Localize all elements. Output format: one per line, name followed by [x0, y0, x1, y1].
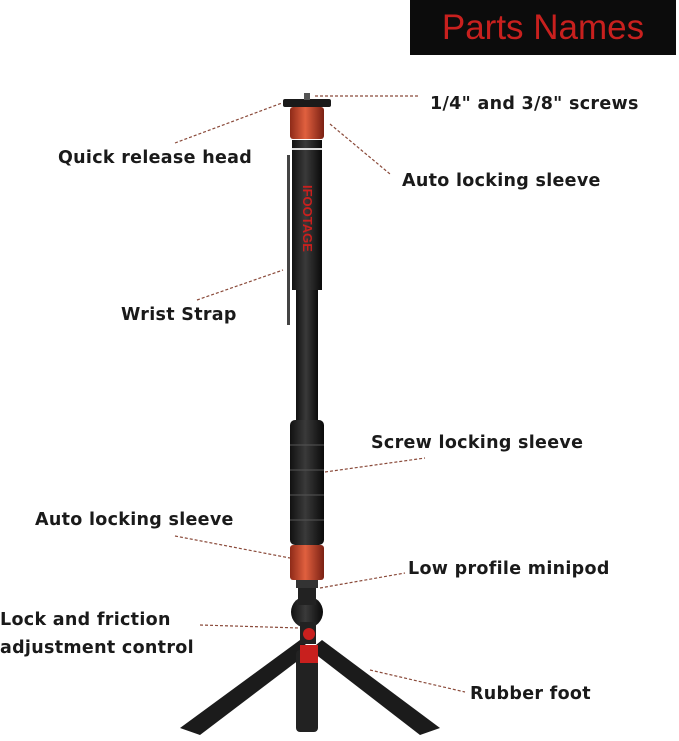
- label-low-profile-minipod: Low profile minipod: [408, 559, 610, 579]
- label-screw-locking-sleeve: Screw locking sleeve: [371, 433, 584, 453]
- title-banner: Parts Names: [410, 0, 676, 55]
- label-auto-locking-sleeve-bottom: Auto locking sleeve: [35, 510, 234, 530]
- monopod-column: [283, 93, 331, 588]
- brand-text: IFOOTAGE: [300, 185, 315, 252]
- label-lock-friction-line1: Lock and friction: [0, 610, 171, 630]
- leader-lines: [174, 95, 466, 693]
- label-rubber-foot: Rubber foot: [470, 684, 591, 704]
- tripod-legs: [180, 640, 440, 735]
- label-quick-release-head: Quick release head: [58, 148, 253, 168]
- title: Parts Names: [441, 7, 645, 47]
- label-lock-friction-line2: adjustment control: [0, 638, 194, 658]
- label-auto-locking-sleeve-top: Auto locking sleeve: [402, 171, 601, 191]
- label-wrist-strap: Wrist Strap: [121, 305, 237, 325]
- ball-head: [291, 585, 323, 644]
- label-screws: 1/4" and 3/8" screws: [430, 94, 639, 114]
